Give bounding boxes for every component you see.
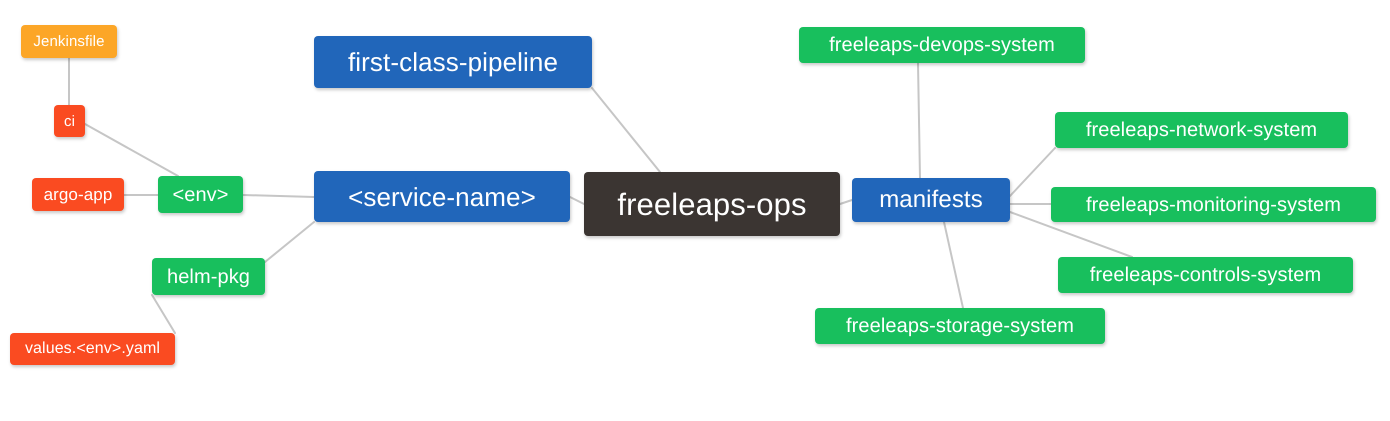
mindmap-node-first-class-pipeline[interactable]: first-class-pipeline — [314, 36, 592, 88]
mindmap-node-values-yaml[interactable]: values.<env>.yaml — [10, 333, 175, 365]
mindmap-node-service-name[interactable]: <service-name> — [314, 171, 570, 222]
edge-freeleaps-ops-to-manifests — [839, 199, 853, 205]
mindmap-node-jenkinsfile[interactable]: Jenkinsfile — [21, 25, 117, 58]
mindmap-node-ci[interactable]: ci — [54, 105, 85, 137]
mindmap-node-helm-pkg[interactable]: helm-pkg — [152, 258, 265, 295]
mindmap-node-freeleaps-controls-system[interactable]: freeleaps-controls-system — [1058, 257, 1353, 293]
mindmap-node-freeleaps-ops[interactable]: freeleaps-ops — [584, 172, 840, 236]
mindmap-node-argo-app[interactable]: argo-app — [32, 178, 124, 211]
mindmap-node-freeleaps-devops-system[interactable]: freeleaps-devops-system — [799, 27, 1085, 63]
mindmap-node-manifests[interactable]: manifests — [852, 178, 1010, 222]
mindmap-node-freeleaps-storage-system[interactable]: freeleaps-storage-system — [815, 308, 1105, 344]
edge-freeleaps-ops-to-first-class-pipeline — [591, 87, 661, 173]
edge-freeleaps-ops-to-service-name — [569, 196, 585, 205]
mindmap-node-env[interactable]: <env> — [158, 176, 243, 213]
edge-env-to-ci — [84, 123, 179, 177]
edge-service-name-to-helm-pkg — [264, 221, 315, 263]
edge-manifests-to-freeleaps-storage-system — [943, 221, 964, 309]
edge-helm-pkg-to-values-yaml — [151, 294, 176, 334]
edge-manifests-to-freeleaps-network-system — [1009, 147, 1056, 197]
mindmap-node-freeleaps-monitoring-system[interactable]: freeleaps-monitoring-system — [1051, 187, 1376, 222]
edge-service-name-to-env — [242, 194, 315, 198]
edge-manifests-to-freeleaps-devops-system — [917, 62, 921, 179]
mindmap-node-freeleaps-network-system[interactable]: freeleaps-network-system — [1055, 112, 1348, 148]
